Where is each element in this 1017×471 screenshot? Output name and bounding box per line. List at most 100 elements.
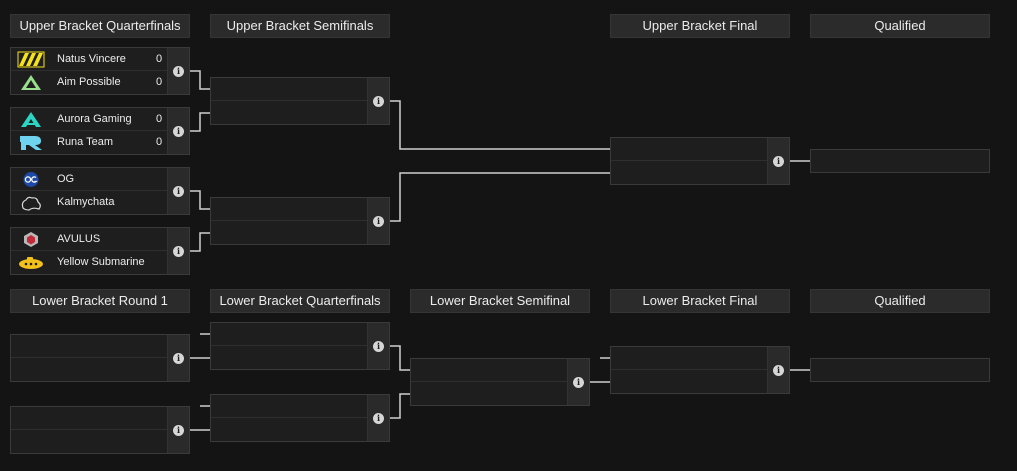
match-lb-qf-1[interactable]: i [210, 322, 390, 370]
team-name: Aim Possible [57, 76, 121, 88]
team-slot[interactable]: Natus Vincere 0 [11, 48, 169, 71]
avulus-logo-icon [24, 232, 38, 247]
match-info-column[interactable]: i [167, 335, 189, 381]
match-ub-qf-4[interactable]: AVULUS Yellow Submarine i [10, 227, 190, 275]
match-lb-final[interactable]: i [610, 346, 790, 394]
team-slot-empty[interactable] [411, 382, 569, 405]
match-info-column[interactable]: i [567, 359, 589, 405]
team-slot[interactable]: OG [11, 168, 169, 191]
qualified-slot-ub[interactable] [810, 149, 990, 173]
team-name: OG [57, 173, 75, 185]
info-icon[interactable]: i [373, 341, 384, 352]
match-info-column[interactable]: i [167, 228, 189, 274]
header-lb-round1: Lower Bracket Round 1 [10, 289, 190, 313]
info-icon[interactable]: i [773, 156, 784, 167]
og-logo-icon [23, 172, 39, 187]
team-score: 0 [155, 53, 163, 65]
team-slot-empty[interactable] [11, 407, 169, 430]
match-ub-qf-2[interactable]: Aurora Gaming 0 Runa Team 0 i [10, 107, 190, 155]
team-slot[interactable]: Yellow Submarine [11, 251, 169, 274]
team-slot[interactable]: Runa Team 0 [11, 131, 169, 154]
info-icon[interactable]: i [173, 353, 184, 364]
team-score [149, 228, 169, 251]
info-icon[interactable]: i [173, 425, 184, 436]
team-score [149, 251, 169, 274]
team-slot-empty[interactable] [611, 347, 769, 370]
qualified-slot-lb[interactable] [810, 358, 990, 382]
team-slot-empty[interactable] [11, 358, 169, 381]
info-icon[interactable]: i [373, 216, 384, 227]
team-slot-empty[interactable] [211, 346, 369, 369]
team-score: 0 [155, 136, 163, 148]
team-slot[interactable]: Aurora Gaming 0 [11, 108, 169, 131]
team-slot-empty[interactable] [211, 101, 369, 124]
team-name: Aurora Gaming [57, 113, 132, 125]
team-slot-empty[interactable] [11, 430, 169, 453]
team-slot-empty[interactable] [611, 370, 769, 393]
team-score: 0 [155, 76, 163, 88]
match-ub-qf-1[interactable]: Natus Vincere 0 Aim Possible 0 i [10, 47, 190, 95]
header-lb-qualified: Qualified [810, 289, 990, 313]
team-slot-empty[interactable] [611, 161, 769, 184]
header-ub-semifinals: Upper Bracket Semifinals [210, 14, 390, 38]
team-slot-empty[interactable] [211, 198, 369, 221]
team-name: Kalmychata [57, 196, 115, 208]
yellow-submarine-logo-icon [19, 257, 43, 269]
match-lb-sf[interactable]: i [410, 358, 590, 406]
team-name: AVULUS [57, 233, 101, 245]
team-slot-empty[interactable] [211, 78, 369, 101]
team-slot-empty[interactable] [411, 359, 569, 382]
match-info-column[interactable]: i [167, 168, 189, 214]
header-ub-quarterfinals: Upper Bracket Quarterfinals [10, 14, 190, 38]
header-lb-quarterfinals: Lower Bracket Quarterfinals [210, 289, 390, 313]
match-ub-qf-3[interactable]: OG Kalmychata i [10, 167, 190, 215]
info-icon[interactable]: i [173, 246, 184, 257]
team-slot-empty[interactable] [11, 335, 169, 358]
info-icon[interactable]: i [173, 126, 184, 137]
match-ub-final[interactable]: i [610, 137, 790, 185]
kalmychata-logo-icon [21, 196, 41, 211]
team-score [149, 168, 169, 191]
match-info-column[interactable]: i [767, 138, 789, 184]
aurora-logo-icon [21, 112, 41, 127]
info-icon[interactable]: i [373, 413, 384, 424]
info-icon[interactable]: i [373, 96, 384, 107]
aim-possible-logo-icon [21, 75, 41, 90]
match-info-column[interactable]: i [367, 198, 389, 244]
match-lb-r1-2[interactable]: i [10, 406, 190, 454]
header-lb-final: Lower Bracket Final [610, 289, 790, 313]
match-lb-qf-2[interactable]: i [210, 394, 390, 442]
info-icon[interactable]: i [573, 377, 584, 388]
match-info-column[interactable]: i [367, 78, 389, 124]
runa-team-logo-icon [20, 136, 42, 150]
team-name: Yellow Submarine [57, 256, 145, 268]
match-ub-sf-2[interactable]: i [210, 197, 390, 245]
header-ub-final: Upper Bracket Final [610, 14, 790, 38]
match-info-column[interactable]: i [367, 395, 389, 441]
match-info-column[interactable]: i [767, 347, 789, 393]
team-slot-empty[interactable] [611, 138, 769, 161]
info-icon[interactable]: i [173, 186, 184, 197]
info-icon[interactable]: i [773, 365, 784, 376]
team-slot[interactable]: Aim Possible 0 [11, 71, 169, 94]
info-icon[interactable]: i [173, 66, 184, 77]
team-score [149, 191, 169, 214]
navi-logo-icon [17, 51, 45, 68]
match-info-column[interactable]: i [167, 48, 189, 94]
team-slot-empty[interactable] [211, 323, 369, 346]
header-ub-qualified: Qualified [810, 14, 990, 38]
team-score: 0 [155, 113, 163, 125]
team-slot-empty[interactable] [211, 418, 369, 441]
team-name: Natus Vincere [57, 53, 126, 65]
match-info-column[interactable]: i [167, 407, 189, 453]
team-slot-empty[interactable] [211, 395, 369, 418]
match-ub-sf-1[interactable]: i [210, 77, 390, 125]
match-info-column[interactable]: i [367, 323, 389, 369]
team-slot[interactable]: Kalmychata [11, 191, 169, 214]
match-info-column[interactable]: i [167, 108, 189, 154]
team-slot-empty[interactable] [211, 221, 369, 244]
team-slot[interactable]: AVULUS [11, 228, 169, 251]
header-lb-semifinal: Lower Bracket Semifinal [410, 289, 590, 313]
match-lb-r1-1[interactable]: i [10, 334, 190, 382]
